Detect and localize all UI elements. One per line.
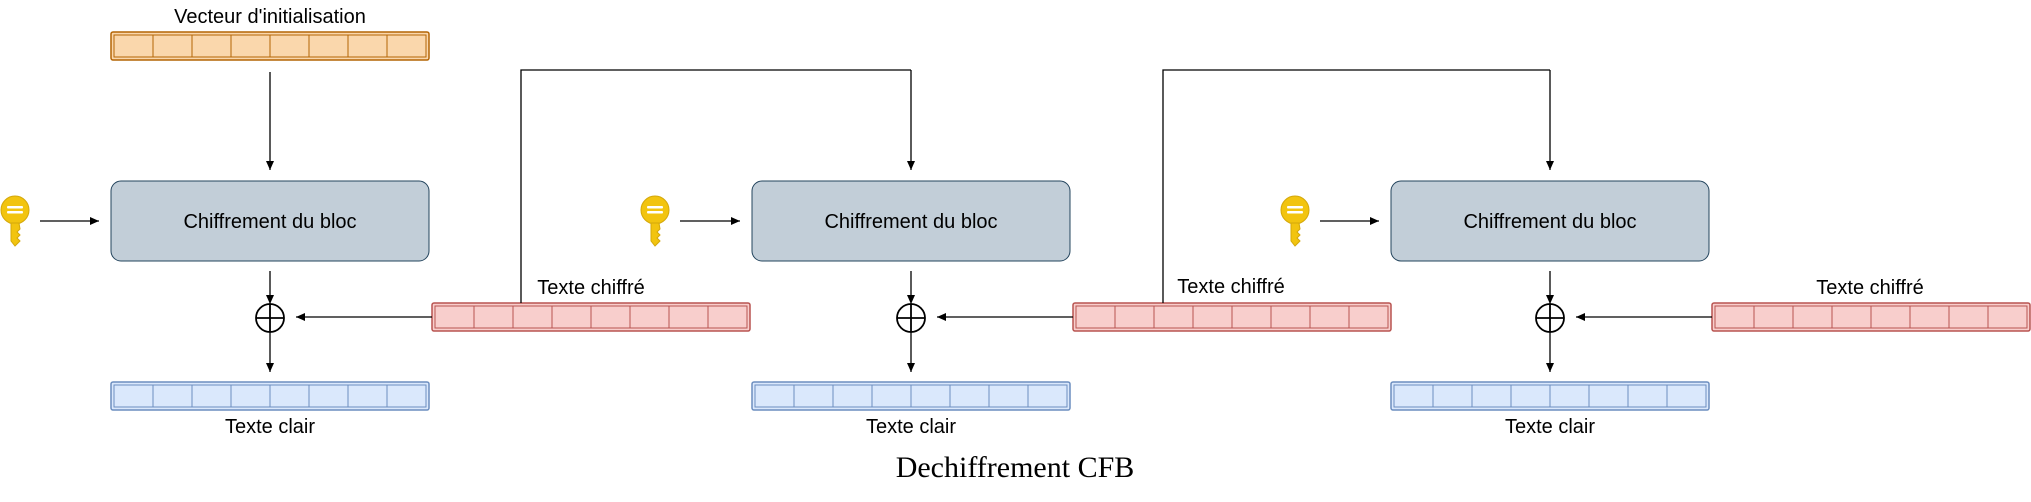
diagram-title: Dechiffrement CFB (896, 451, 1135, 484)
ciphertext-register-3 (1711, 302, 2031, 332)
xor-icon-2 (896, 303, 926, 333)
key-icon-1-slot-2 (7, 211, 23, 214)
key-icon-3-head (1280, 195, 1310, 225)
xor-icon-3 (1535, 303, 1565, 333)
block-label-2: Chiffrement du bloc (824, 211, 997, 233)
key-icon-2 (640, 195, 670, 247)
feedback-line-2 (1162, 69, 1550, 303)
plaintext-label-2: Texte clair (866, 416, 956, 438)
ciphertext-register-2 (1072, 302, 1392, 332)
ciphertext-label-1: Texte chiffré (537, 277, 644, 299)
key-icon-2-slot-1 (647, 206, 663, 209)
block-label-3: Chiffrement du bloc (1463, 211, 1636, 233)
ciphertext-register-1 (431, 302, 751, 332)
iv-register (110, 31, 430, 61)
plaintext-register-1 (110, 381, 430, 411)
key-icon-2-slot-2 (647, 211, 663, 214)
block-cipher-1 (110, 180, 430, 262)
plaintext-label-3: Texte clair (1505, 416, 1595, 438)
key-icon-3-slot-2 (1287, 211, 1303, 214)
key-icon-1-head (0, 195, 30, 225)
plaintext-register-2 (751, 381, 1071, 411)
key-icon-3 (1280, 195, 1310, 247)
plaintext-register-3 (1390, 381, 1710, 411)
key-icon-2-head (640, 195, 670, 225)
ciphertext-label-3: Texte chiffré (1816, 277, 1923, 299)
xor-icon-1 (255, 303, 285, 333)
key-icon-1 (0, 195, 30, 247)
plaintext-label-1: Texte clair (225, 416, 315, 438)
block-cipher-2 (751, 180, 1071, 262)
feedback-line-1 (520, 69, 911, 303)
iv-label: Vecteur d'initialisation (174, 6, 366, 28)
key-icon-2-shaft (650, 222, 661, 247)
key-icon-3-slot-1 (1287, 206, 1303, 209)
key-icon-1-shaft (10, 222, 21, 247)
block-cipher-3 (1390, 180, 1710, 262)
ciphertext-label-2: Texte chiffré (1177, 276, 1284, 298)
key-icon-3-shaft (1290, 222, 1301, 247)
key-icon-1-slot-1 (7, 206, 23, 209)
block-label-1: Chiffrement du bloc (183, 211, 356, 233)
